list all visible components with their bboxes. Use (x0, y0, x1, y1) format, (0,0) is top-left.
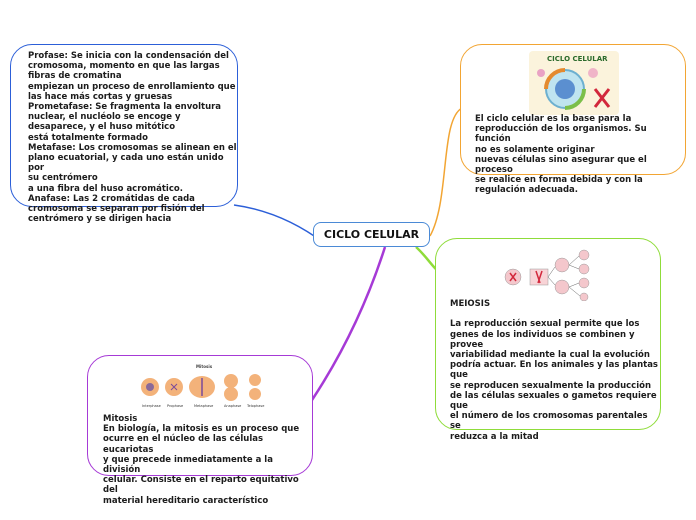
ciclo-text: El ciclo celular es la base para la repr… (475, 114, 647, 196)
mitosis-node[interactable]: Mitosis Interphase Prophase Metaphase An… (87, 355, 313, 506)
profase-node[interactable]: Profase: Se inicia con la condensación d… (10, 44, 238, 224)
mitosis-label-4: Telophase (246, 404, 264, 408)
meiosis-node[interactable]: MEIOSIS La reproducción sexual permite q… (435, 238, 661, 442)
ciclo-image-title: CICLO CELULAR (547, 55, 608, 63)
connector-profase (233, 204, 325, 244)
connector-mitosis (310, 246, 387, 401)
mitosis-image-title: Mitosis (196, 364, 213, 369)
meiosis-illustration (504, 249, 590, 301)
mitosis-text: Mitosis En biología, la mitosis es un pr… (103, 414, 300, 506)
mitosis-label-2: Metaphase (194, 404, 213, 408)
center-topic[interactable]: CICLO CELULAR (313, 222, 430, 247)
mitosis-label-1: Prophase (167, 404, 183, 408)
mitosis-label-0: Interphase (142, 404, 161, 408)
mitosis-illustration: Mitosis Interphase Prophase Metaphase An… (141, 364, 264, 408)
center-title: CICLO CELULAR (323, 228, 420, 241)
meiosis-text: MEIOSIS La reproducción sexual permite q… (450, 299, 658, 442)
connector-ciclo (429, 107, 463, 237)
mitosis-label-3: Anaphase (224, 404, 241, 408)
cell-cycle-illustration: CICLO CELULAR (529, 51, 619, 115)
profase-text: Profase: Se inicia con la condensación d… (28, 51, 237, 225)
ciclo-node[interactable]: CICLO CELULAR El ciclo celular es la bas… (460, 44, 686, 195)
connector-meiosis (415, 246, 438, 271)
